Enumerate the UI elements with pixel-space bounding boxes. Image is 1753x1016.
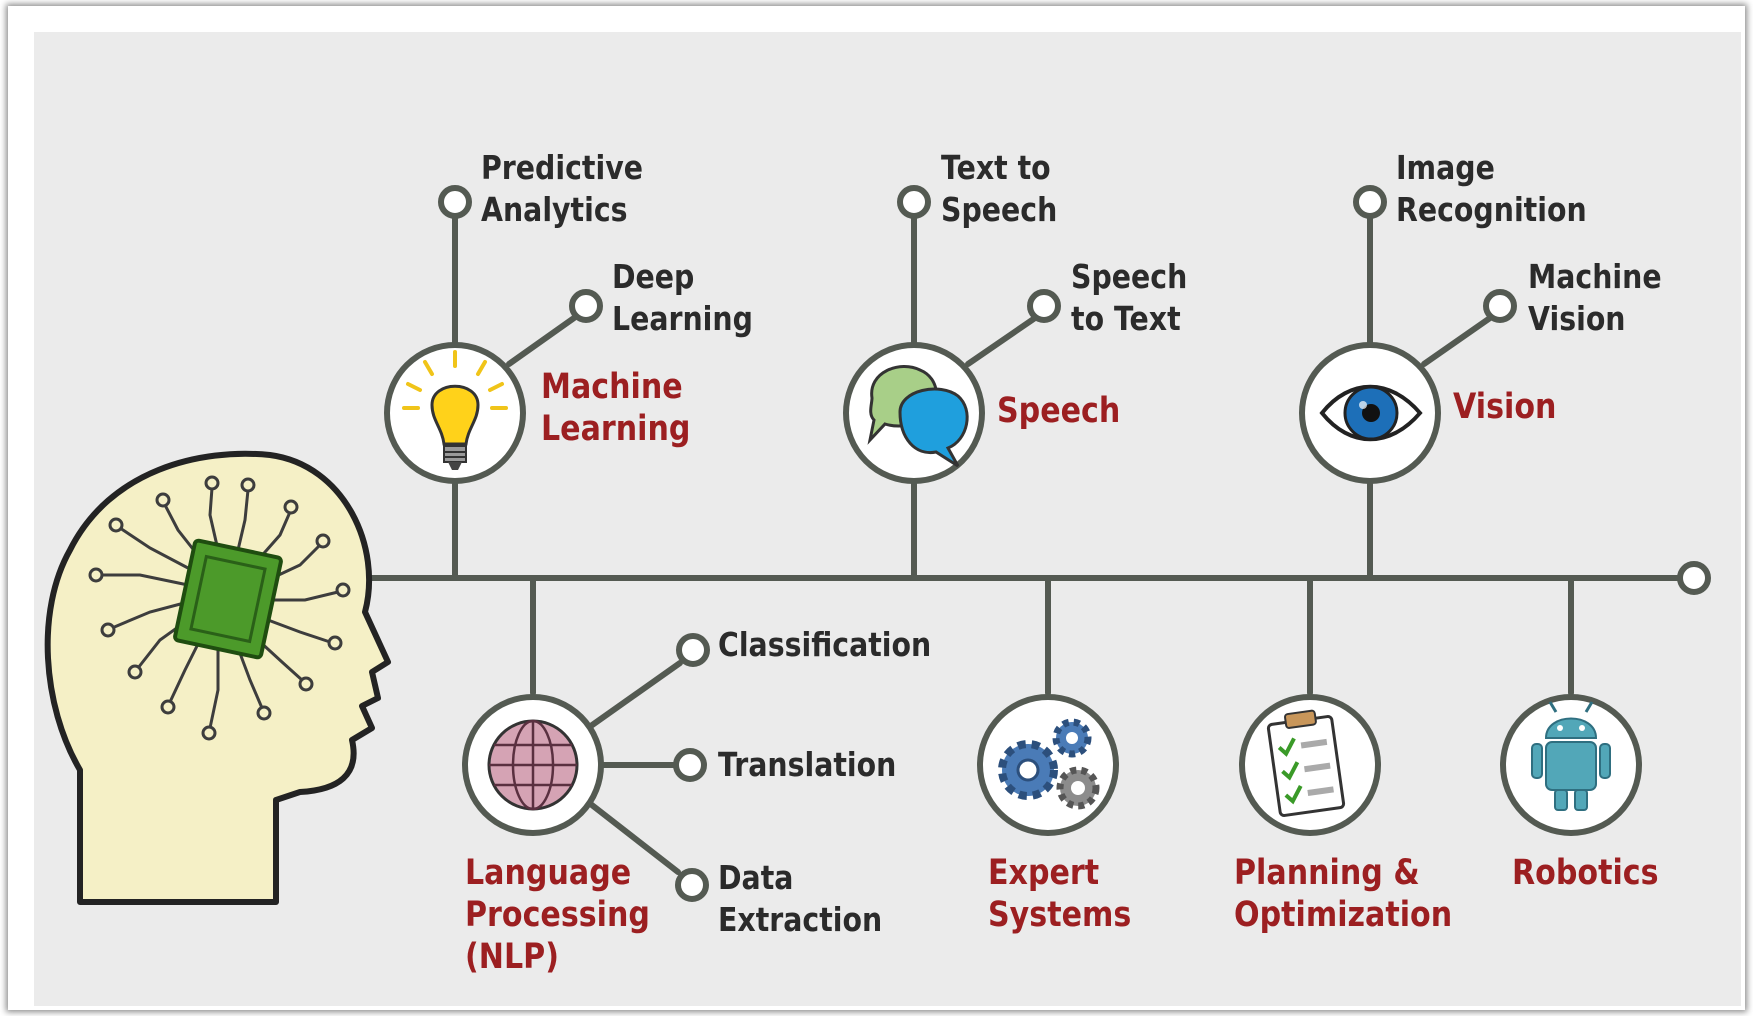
node-image-recognition	[1353, 185, 1387, 219]
eye-icon	[1319, 384, 1423, 442]
robotics-label: Robotics	[1512, 853, 1659, 893]
globe-icon	[487, 719, 579, 811]
chip	[173, 538, 283, 660]
circuit-nodes	[88, 475, 351, 741]
node-deep-learning	[569, 289, 603, 323]
clipboard-checklist-icon	[1266, 709, 1346, 817]
end-nodes	[438, 185, 1711, 902]
node-classification	[676, 633, 710, 667]
speech-stt-branch	[965, 315, 1038, 367]
chip-inner	[189, 554, 267, 644]
vision-machine-branch	[1421, 315, 1493, 367]
vision-label: Vision	[1453, 387, 1557, 427]
nlp-classification-branch	[585, 660, 683, 731]
nlp-extraction-branch	[585, 799, 681, 875]
classification-label: Classification	[718, 625, 932, 664]
planning-optimization-label: Planning &Optimization	[1234, 853, 1453, 935]
node-translation	[673, 748, 707, 782]
gears-icon	[998, 718, 1100, 810]
node-text-to-speech	[897, 185, 931, 219]
node-speech-to-text	[1027, 289, 1061, 323]
node-machine-vision	[1483, 289, 1517, 323]
head-with-chip-icon	[44, 450, 391, 905]
node-predictive-analytics	[438, 185, 472, 219]
node-timeline-end	[1677, 561, 1711, 595]
circuit-traces	[100, 487, 339, 729]
robot-icon	[1531, 701, 1611, 811]
speech-bubbles-icon	[867, 365, 969, 468]
connector-lines	[327, 215, 1683, 875]
image-frame	[8, 6, 1745, 1010]
ml-deep-branch	[506, 315, 577, 367]
translation-label: Translation	[718, 745, 897, 784]
node-data-extraction	[675, 868, 709, 902]
speech-label: Speech	[997, 391, 1121, 431]
lightbulb-icon	[402, 350, 508, 470]
